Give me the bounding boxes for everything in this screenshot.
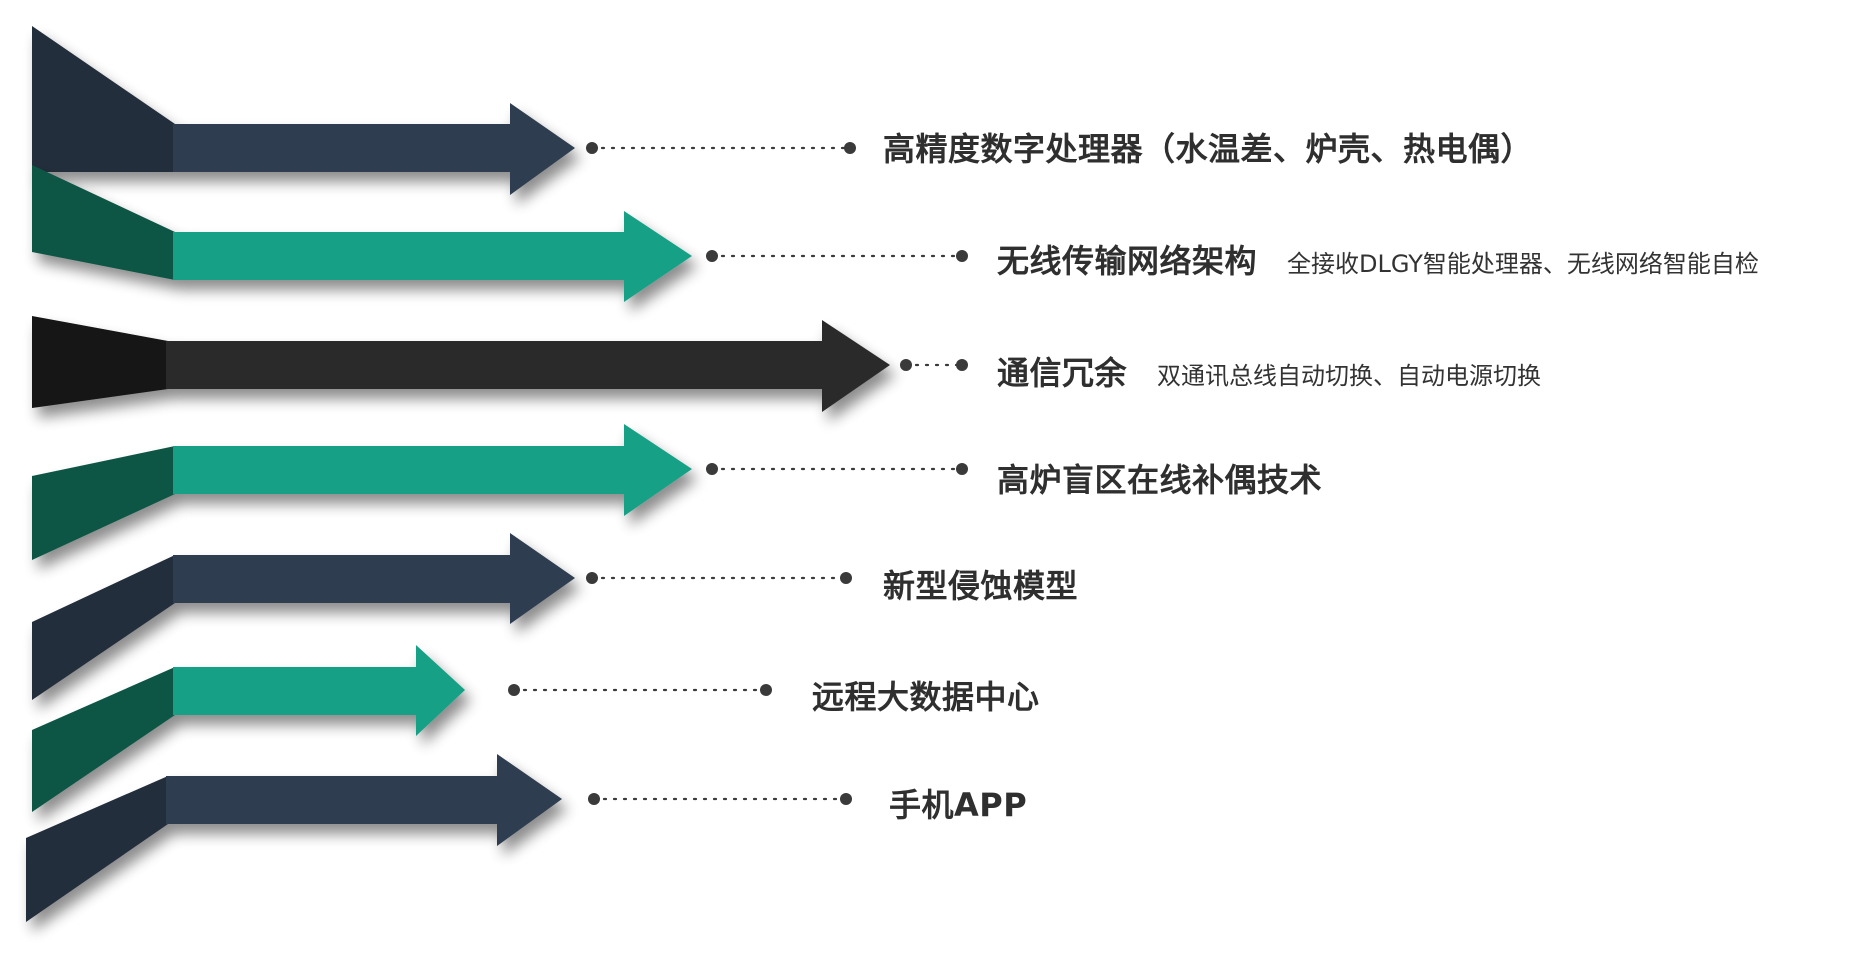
arrow-2-tail	[32, 165, 175, 280]
item-2-subtitle: 全接收DLGY智能处理器、无线网络智能自检	[1287, 250, 1759, 278]
arrow-2-head	[624, 211, 692, 302]
item-5-label: 新型侵蚀模型	[883, 561, 1078, 607]
leader-7-start-dot	[588, 793, 600, 805]
arrow-5-tail	[32, 555, 175, 700]
arrow-3	[32, 316, 890, 412]
item-2-title: 无线传输网络架构	[997, 242, 1258, 280]
arrow-6-tail	[32, 667, 175, 812]
item-6-title: 远程大数据中心	[812, 678, 1040, 716]
item-4-title: 高炉盲区在线补偶技术	[997, 461, 1323, 499]
arrow-6	[32, 645, 465, 812]
arrow-4-tail	[32, 446, 175, 560]
leader-3	[900, 359, 968, 371]
arrow-4-head	[624, 424, 692, 516]
item-3-title: 通信冗余	[997, 354, 1128, 392]
arrow-6-head	[416, 645, 465, 736]
leader-7-end-dot	[840, 793, 852, 805]
leader-2	[706, 250, 968, 262]
arrow-1-shaft	[173, 124, 511, 172]
item-2-label: 无线传输网络架构 全接收DLGY智能处理器、无线网络智能自检	[997, 236, 1759, 282]
arrow-5-shaft	[173, 555, 511, 603]
item-3-subtitle: 双通讯总线自动切换、自动电源切换	[1157, 362, 1542, 390]
arrow-3-tail	[32, 316, 168, 408]
arrow-4-shaft	[173, 446, 625, 494]
leader-3-start-dot	[900, 359, 912, 371]
leader-2-start-dot	[706, 250, 718, 262]
leader-4-end-dot	[956, 463, 968, 475]
item-1-title: 高精度数字处理器（水温差、炉壳、热电偶）	[883, 130, 1534, 168]
item-5-title: 新型侵蚀模型	[883, 567, 1079, 605]
arrow-6-shaft	[173, 667, 417, 715]
arrow-2	[32, 165, 692, 302]
item-3-label: 通信冗余 双通讯总线自动切换、自动电源切换	[997, 348, 1541, 394]
arrow-1-tail	[32, 26, 175, 172]
arrow-1-head	[510, 103, 575, 195]
arrow-3-shaft	[166, 341, 823, 389]
arrow-7-tail	[26, 776, 168, 922]
item-7-title: 手机APP	[889, 786, 1028, 824]
item-7-label: 手机APP	[889, 780, 1027, 826]
leader-5	[586, 572, 852, 584]
arrow-7	[26, 754, 562, 922]
arrow-4	[32, 424, 692, 560]
leader-5-start-dot	[586, 572, 598, 584]
arrow-1	[32, 26, 575, 195]
arrow-7-shaft	[166, 776, 498, 824]
leader-5-end-dot	[840, 572, 852, 584]
leader-6	[508, 684, 772, 696]
arrow-5-head	[510, 533, 575, 624]
leader-3-end-dot	[956, 359, 968, 371]
leader-1-end-dot	[844, 142, 856, 154]
item-1-label: 高精度数字处理器（水温差、炉壳、热电偶）	[883, 124, 1533, 170]
leader-6-start-dot	[508, 684, 520, 696]
arrow-2-shaft	[173, 232, 625, 280]
leader-4-start-dot	[706, 463, 718, 475]
item-6-label: 远程大数据中心	[812, 672, 1040, 718]
leader-6-end-dot	[760, 684, 772, 696]
leader-1	[586, 142, 856, 154]
leader-7	[588, 793, 852, 805]
item-4-label: 高炉盲区在线补偶技术	[997, 455, 1322, 501]
leader-4	[706, 463, 968, 475]
leader-2-end-dot	[956, 250, 968, 262]
arrow-3-head	[822, 320, 890, 412]
leader-1-start-dot	[586, 142, 598, 154]
arrow-7-head	[497, 754, 562, 846]
arrow-5	[32, 533, 575, 700]
